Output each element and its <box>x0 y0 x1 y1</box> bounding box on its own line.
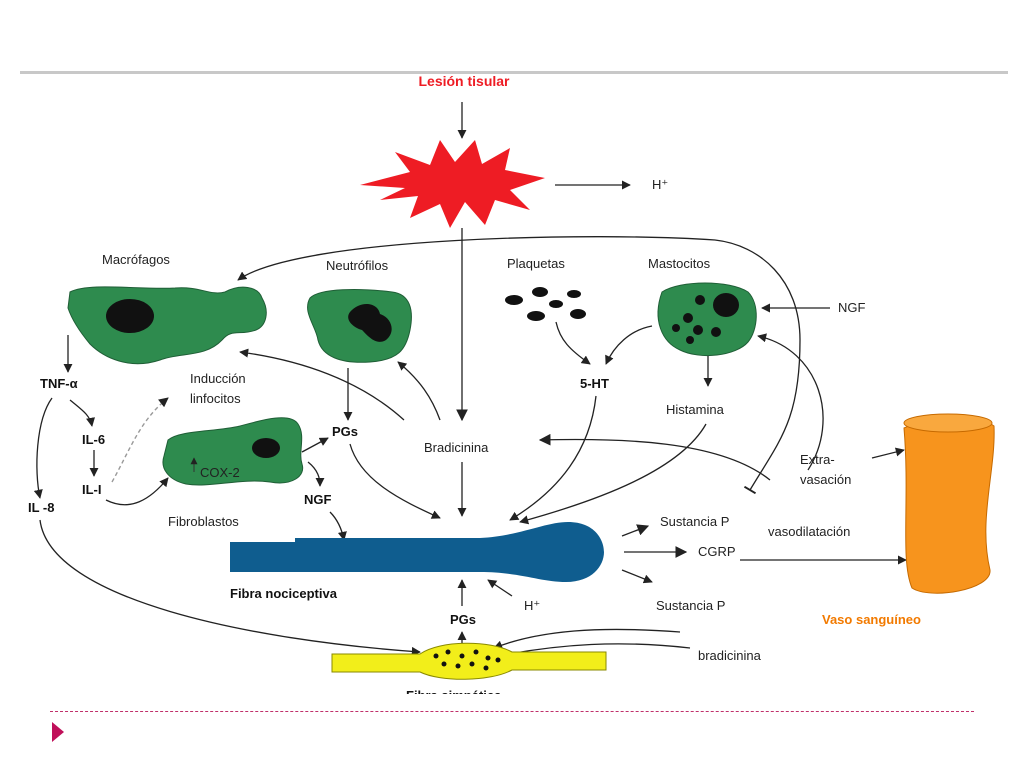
arrow-plaquetas-5ht <box>555 321 591 365</box>
label-mastocitos: Mastocitos <box>648 256 711 271</box>
label-fibra-nociceptiva: Fibra nociceptiva <box>230 586 338 601</box>
arrow-il1-fibroblast <box>105 477 169 506</box>
hplus-top-label: H⁺ <box>652 177 668 192</box>
label-il8: IL -8 <box>28 500 55 515</box>
mast-cell <box>657 282 757 356</box>
fibroblast-cell <box>162 417 304 486</box>
arrow-il1-induccion <box>111 397 169 483</box>
label-il1: IL-I <box>82 482 102 497</box>
arrow-arc-right <box>714 239 801 495</box>
arrow-histamina-fiber <box>519 423 707 525</box>
macrophage-nucleus <box>106 299 154 333</box>
arrow-bradicinina-sympathetic-1 <box>493 628 681 650</box>
label-plaquetas: Plaquetas <box>507 256 565 271</box>
label-fibra-simpatica: Fibra simpática <box>406 688 502 700</box>
label-induccion: Inducción <box>190 371 246 386</box>
label-ngf-mid: NGF <box>304 492 332 507</box>
label-sustancia-p-top: Sustancia P <box>660 514 729 529</box>
arrow-extravasacion-vaso <box>871 447 905 459</box>
label-vasodilatacion: vasodilatación <box>768 524 850 539</box>
arrow-mastocitos-5ht <box>605 325 653 365</box>
arrow-fibroblast-ngf <box>307 461 325 487</box>
platelets <box>505 287 586 321</box>
label-il6: IL-6 <box>82 432 105 447</box>
lesion-title: Lesión tisular <box>418 73 510 89</box>
arrow-hplus-fiber <box>487 579 513 597</box>
label-ngf-right: NGF <box>838 300 866 315</box>
neutrophil-nucleus <box>348 303 392 342</box>
label-fibroblastos: Fibroblastos <box>168 514 239 529</box>
mast-cell-granules <box>672 293 739 344</box>
fibroblast-nucleus <box>252 438 280 458</box>
tissue-injury-burst <box>360 140 545 228</box>
label-pgs-lower: PGs <box>450 612 476 627</box>
label-vaso-sanguineo: Vaso sanguíneo <box>822 612 921 627</box>
nociceptive-fiber <box>230 522 604 582</box>
label-macrofagos: Macrófagos <box>102 252 170 267</box>
label-hplus-lower: H⁺ <box>524 598 540 613</box>
arrow-fiber-sustancia-p-bottom <box>621 569 653 584</box>
label-neutrofilos: Neutrófilos <box>326 258 389 273</box>
label-bradicinina-lower: bradicinina <box>698 648 762 663</box>
label-extravasacion-1: Extra- <box>800 452 835 467</box>
sympathetic-fiber <box>331 642 607 680</box>
label-5ht: 5-HT <box>580 376 609 391</box>
sympathetic-vesicles <box>433 649 501 671</box>
arrow-5ht-fiber <box>509 395 597 521</box>
arrow-to-bradicinina <box>538 433 771 481</box>
footer-divider <box>50 711 974 712</box>
blood-vessel <box>903 413 995 594</box>
label-linfocitos: linfocitos <box>190 391 241 406</box>
label-histamina: Histamina <box>666 402 725 417</box>
arrow-fibroblast-pgs <box>301 437 329 453</box>
label-cgrp: CGRP <box>698 544 736 559</box>
label-tnf: TNF-α <box>40 376 78 391</box>
arrow-pgs-fiber <box>349 443 441 519</box>
macrophage-cell <box>67 286 267 365</box>
arrow-il8-sympathetic <box>39 519 421 656</box>
arrow-bradicinina-macrofagos <box>239 348 405 421</box>
footer-bullet-icon <box>52 722 64 742</box>
label-cox2: COX-2 <box>200 465 240 480</box>
top-divider <box>20 71 1008 74</box>
arrow-ngf-fiber <box>329 511 347 541</box>
arrow-arc-macrofagos <box>237 236 716 281</box>
inflammation-pain-diagram: Lesión tisular H⁺ Macrófagos Neutrófilos… <box>28 73 995 700</box>
arrow-tnf-il8 <box>33 397 53 499</box>
arrow-bradicinina-neutrofilos <box>397 361 441 421</box>
label-extravasacion-2: vasación <box>800 472 851 487</box>
arrow-fiber-sustancia-p-top <box>621 524 650 537</box>
label-pgs-upper: PGs <box>332 424 358 439</box>
label-sustancia-p-bottom: Sustancia P <box>656 598 725 613</box>
label-bradicinina: Bradicinina <box>424 440 489 455</box>
arrow-to-mastocitos <box>757 333 824 471</box>
arrow-tnf-il6 <box>69 399 96 427</box>
